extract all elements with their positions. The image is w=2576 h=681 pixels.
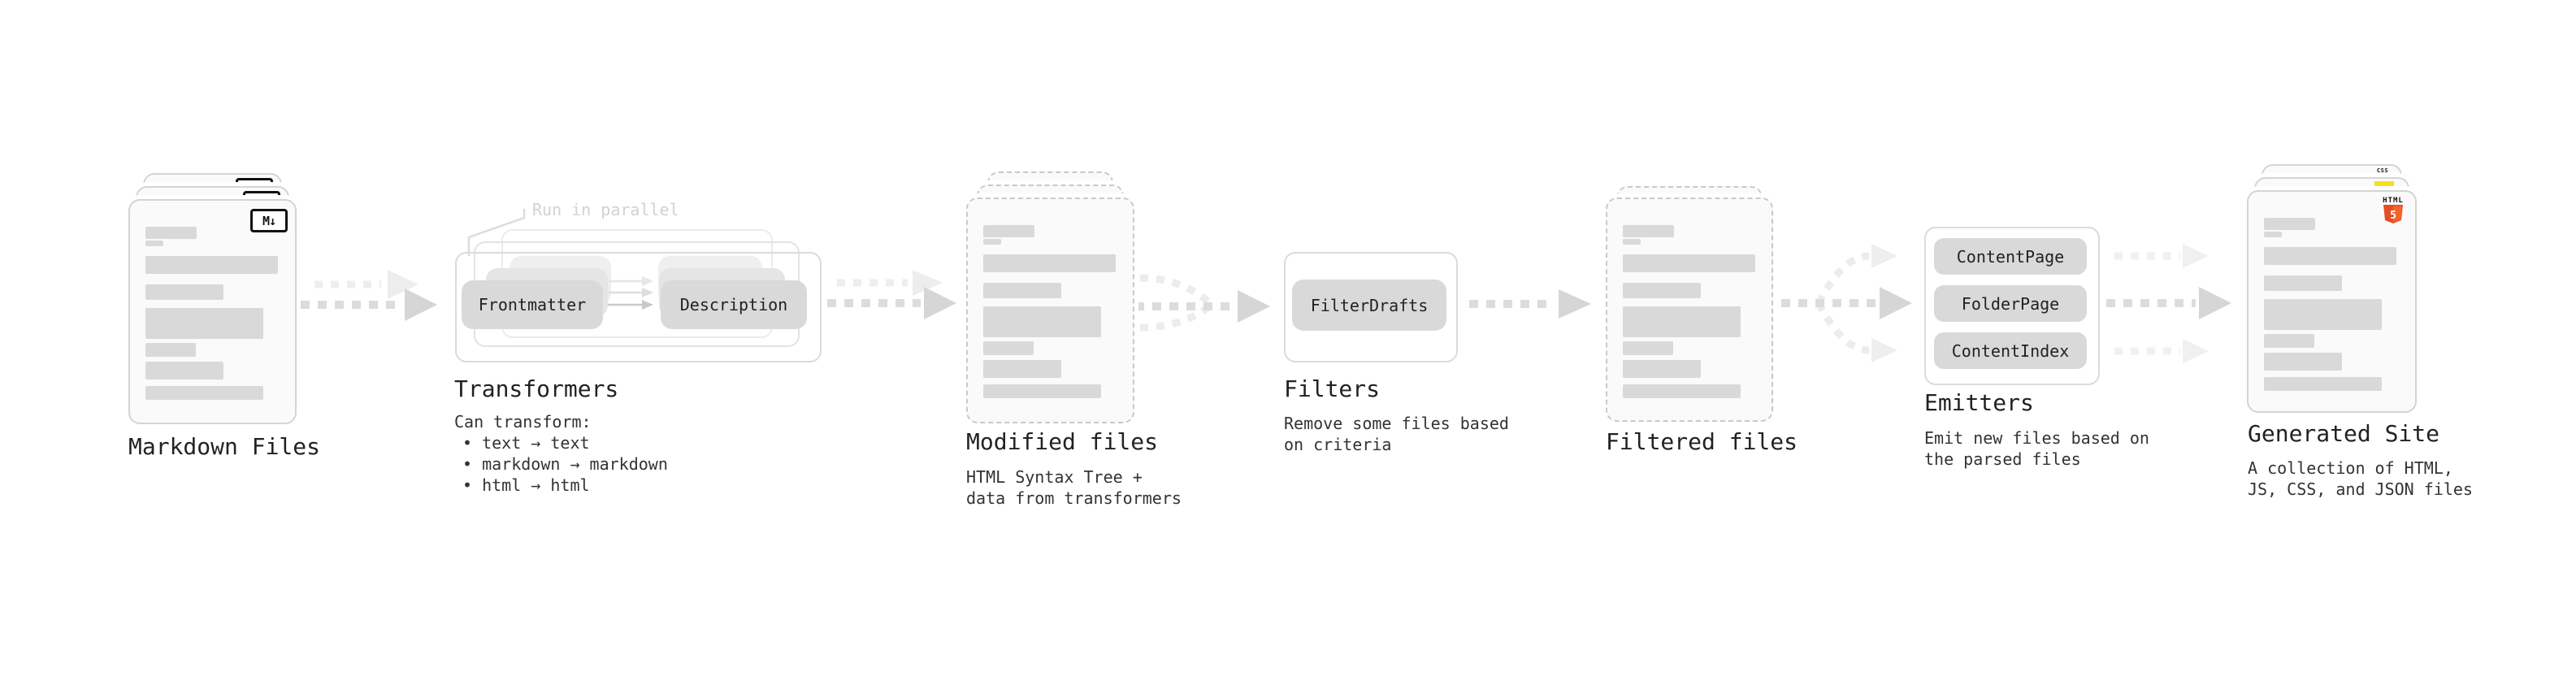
modified-files-subtitle: HTML Syntax Tree + data from transformer… [966,466,1182,509]
emitter-pill-folderpage: FolderPage [1934,285,2087,322]
doc-text-bar [2264,377,2382,391]
flow-arrow-filtered-to-emitters-fanout [1781,244,1912,362]
doc-text-bar [983,306,1101,337]
pill-to-pill-arrows [608,276,653,310]
transformers-title: Transformers [454,375,619,402]
doc-text-bar [2264,353,2342,371]
doc-text-bar [2264,334,2314,348]
doc-text-bar [983,239,1001,245]
filters-subtitle: Remove some files based on criteria [1284,413,1509,455]
flow-arrow-transformers-to-modified [827,270,956,319]
emitters-subtitle-line: Emit new files based on [1924,428,2149,448]
doc-text-bar [983,254,1116,272]
doc-text-bar [145,256,278,274]
run-in-parallel-label: Run in parallel [532,200,679,219]
emitter-pill-contentindex: ContentIndex [1934,332,2087,369]
css-icon-label: CSS [2376,167,2389,174]
flow-arrow-filters-to-filtered [1469,289,1591,319]
doc-text-bar [1623,384,1741,398]
transformer-pill-description: Description [661,280,807,329]
doc-text-bar [145,362,223,380]
modified-files-subtitle-line: HTML Syntax Tree + [966,467,1143,487]
filter-pill-filterdrafts: FilterDrafts [1292,280,1446,331]
doc-text-bar [1623,360,1701,378]
transformers-description: Can transform: • text → text • markdown … [454,411,668,496]
modified-files-subtitle-line: data from transformers [966,488,1182,508]
filtered-files-title: Filtered files [1606,428,1798,455]
emitters-subtitle-line: the parsed files [1924,449,2081,469]
doc-text-bar [983,360,1061,378]
generated-site-title: Generated Site [2248,420,2440,447]
filters-title: Filters [1284,375,1381,402]
flow-arrow-markdown-to-transformers [301,270,437,321]
flow-arrows-emitters-to-generated [2106,244,2231,363]
doc-text-bar [145,284,223,300]
doc-text-bar [2264,232,2282,237]
html5-shield: 5 [2383,205,2403,223]
emitter-pill-contentpage: ContentPage [1934,238,2087,275]
doc-text-bar [1623,239,1641,245]
modified-file-card [966,197,1134,423]
doc-text-bar [983,225,1034,237]
filtered-file-card [1606,197,1773,422]
doc-text-bar [2264,299,2382,330]
transformer-pill-frontmatter: Frontmatter [462,280,603,329]
doc-text-bar [983,283,1061,298]
generated-site-subtitle-line: A collection of HTML, [2248,458,2453,478]
doc-text-bar [145,386,263,400]
modified-files-title: Modified files [966,428,1159,455]
flow-arrow-modified-to-filters-merge [1135,274,1270,332]
css-icon-underline [2375,175,2390,177]
generated-site-subtitle: A collection of HTML, JS, CSS, and JSON … [2248,458,2473,500]
doc-text-bar [1623,306,1741,337]
markdown-files-title: Markdown Files [128,433,321,460]
html5-number: 5 [2390,210,2396,222]
transformers-bullet: • text → text [462,433,590,453]
markdown-file-card: M↓ [128,199,297,424]
doc-text-bar [145,241,163,246]
html5-icon-label: HTML [2383,197,2404,205]
doc-text-bar [2264,275,2342,291]
emitters-subtitle: Emit new files based on the parsed files [1924,427,2149,470]
transformers-description-heading: Can transform: [454,412,592,432]
doc-text-bar [983,384,1101,398]
doc-text-bar [145,227,197,239]
filters-subtitle-line: on criteria [1284,435,1392,454]
doc-text-bar [2264,247,2396,265]
emitters-title: Emitters [1924,389,2034,416]
doc-text-bar [2264,218,2315,230]
css-icon: CSS [2375,167,2390,177]
doc-text-bar [1623,254,1755,272]
filters-subtitle-line: Remove some files based [1284,414,1509,433]
doc-text-bar [145,343,196,357]
markdown-icon: M↓ [250,209,288,232]
transformers-bullet: • html → html [462,475,590,495]
doc-text-bar [983,341,1034,355]
doc-text-bar [1623,225,1674,237]
html5-icon: HTML 5 [2381,197,2405,228]
doc-text-bar [1623,341,1673,355]
generated-site-card-html: HTML 5 [2247,190,2417,413]
generated-site-subtitle-line: JS, CSS, and JSON files [2248,479,2473,499]
run-in-parallel-leader-line [467,209,526,256]
doc-text-bar [1623,283,1701,298]
transformers-box-front [455,252,822,362]
transformers-bullet: • markdown → markdown [462,454,668,474]
doc-text-bar [145,308,263,339]
